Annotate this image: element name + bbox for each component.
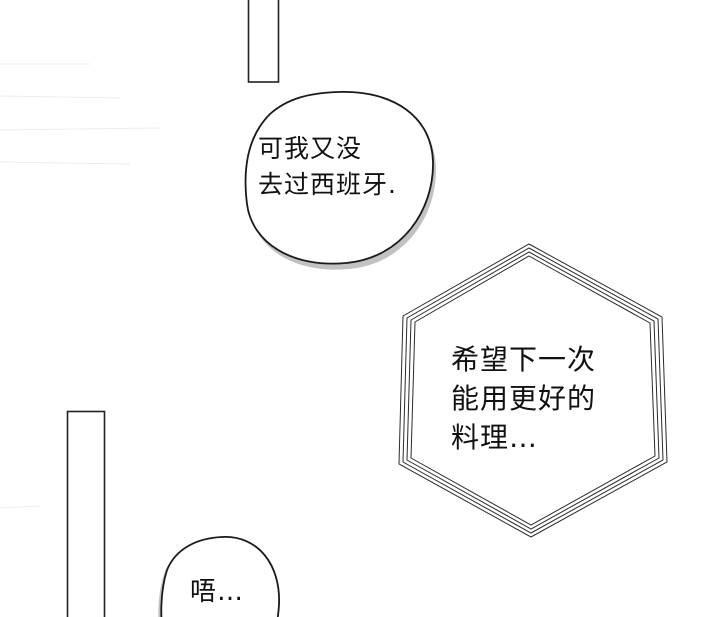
panel-strip-bottom <box>66 410 106 617</box>
speech-bubble-bottom-text: 唔… <box>190 577 245 607</box>
speech-bubble-top-text: 可我又没 去过西班牙. <box>258 134 397 199</box>
speech-bubble-bottom <box>160 536 280 617</box>
background-marks <box>0 63 161 509</box>
thought-bubble-text: 希望下一次 能用更好的 料理… <box>451 343 597 454</box>
panel-strip-top <box>247 0 280 83</box>
speech-bubble-top <box>244 91 434 265</box>
thought-bubble-hexagon <box>398 243 668 538</box>
